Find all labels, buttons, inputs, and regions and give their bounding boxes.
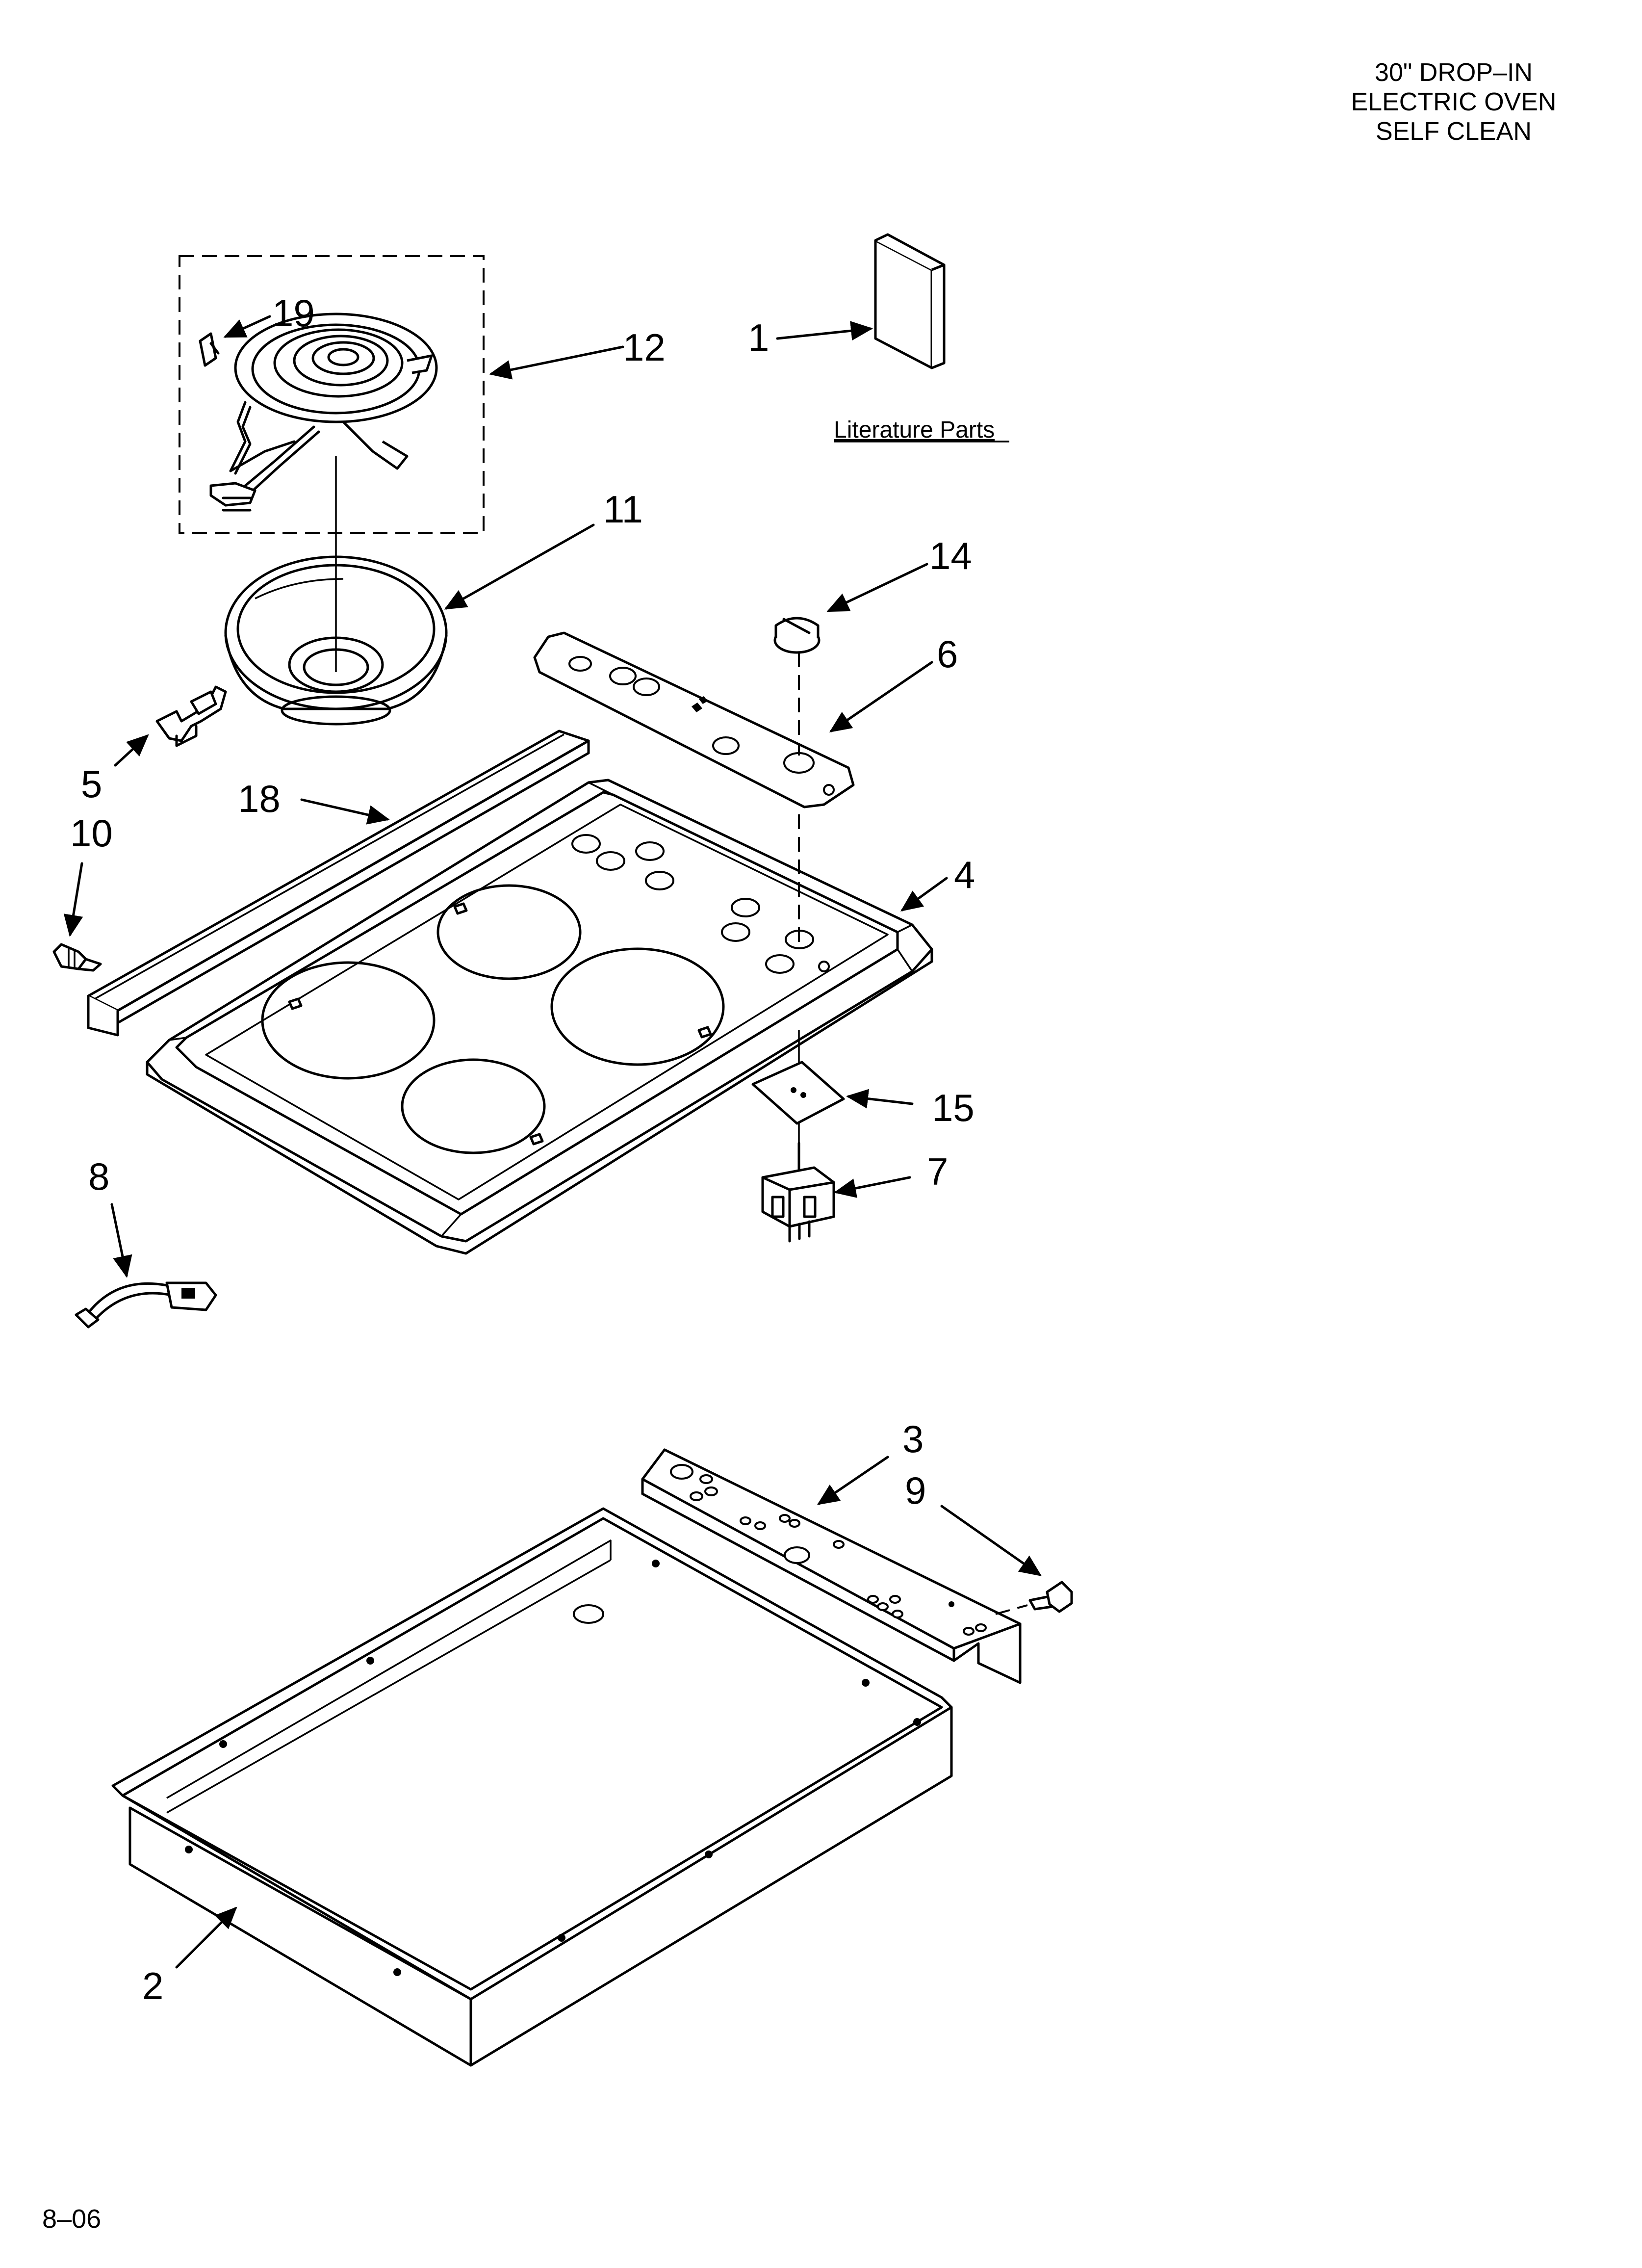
callout-10: 10 [70, 811, 113, 855]
burner-opening-rear-right [550, 947, 725, 1066]
callout-5: 5 [81, 762, 102, 806]
callout-7: 7 [927, 1150, 948, 1193]
callout-6: 6 [937, 632, 958, 676]
title-line-1: 30" DROP–IN [1375, 58, 1533, 87]
callout-9: 9 [905, 1469, 926, 1512]
literature-book [874, 233, 946, 369]
screw-10 [52, 943, 102, 972]
lower-box-frame [111, 1507, 953, 2067]
callout-19: 19 [272, 291, 315, 335]
callout-2: 2 [142, 1964, 163, 2007]
main-cooktop [146, 779, 933, 1255]
callout-numbers: 1 12 19 11 14 6 5 18 10 4 15 7 8 3 9 2 [70, 291, 975, 2007]
footer-code: 8–06 [42, 2204, 102, 2234]
title-line-3: SELF CLEAN [1376, 117, 1532, 146]
callout-18: 18 [238, 777, 281, 820]
burner-opening-front-right [401, 1058, 546, 1154]
terminal-bracket [155, 685, 227, 747]
wire-harness [75, 1281, 217, 1329]
burner-opening-front-left [261, 961, 436, 1080]
callout-12: 12 [623, 326, 666, 369]
control-panel-overlay [533, 631, 855, 808]
diagram-title-block: 30" DROP–IN ELECTRIC OVEN SELF CLEAN [1316, 58, 1591, 146]
infinite-switch [761, 1142, 835, 1243]
side-trim-rail [87, 730, 590, 1037]
literature-parts-label: Literature Parts [834, 417, 995, 443]
coil-surface-element [209, 313, 438, 512]
control-panel-bracket [641, 1448, 1022, 1684]
control-knob [773, 617, 821, 756]
element-kit-box [179, 255, 485, 534]
screw-9 [995, 1581, 1073, 1615]
drip-bowl [224, 555, 448, 726]
surface-element-group [179, 255, 485, 672]
callout-3: 3 [902, 1417, 924, 1460]
callout-15: 15 [932, 1086, 975, 1129]
switch-insulator [751, 1061, 845, 1125]
leader-lines [63, 315, 1042, 1969]
burner-opening-rear-left [436, 884, 582, 980]
callout-8: 8 [88, 1155, 109, 1198]
element-clip-19 [199, 332, 220, 367]
callout-11: 11 [603, 488, 643, 531]
title-line-2: ELECTRIC OVEN [1351, 88, 1557, 116]
callout-14: 14 [929, 534, 972, 577]
callout-4: 4 [954, 853, 975, 896]
callout-1: 1 [748, 316, 769, 359]
